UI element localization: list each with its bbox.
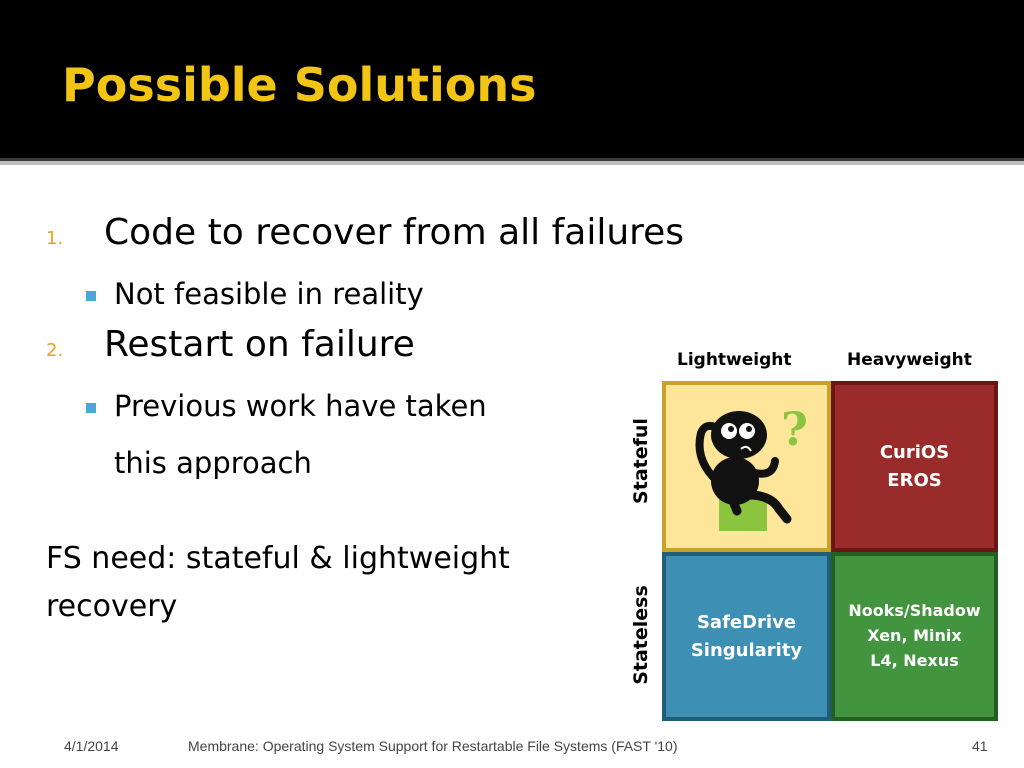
- list-number-2: 2.: [46, 340, 64, 361]
- square-bullet-icon: [86, 403, 96, 413]
- sub-item-1: Not feasible in reality: [114, 277, 424, 311]
- sub-item-2-line1: Previous work have taken: [114, 389, 487, 423]
- system-name: L4, Nexus: [870, 650, 959, 670]
- system-name: SafeDrive: [696, 611, 797, 633]
- system-name: Xen, Minix: [867, 626, 962, 646]
- footer-date: 4/1/2014: [64, 738, 119, 754]
- thinking-figure-question-mark-icon: ?: [695, 402, 808, 531]
- row-header-stateful: Stateful: [630, 418, 652, 504]
- sub-item-2-line2: this approach: [114, 446, 312, 480]
- system-name: Nooks/Shadow: [848, 601, 981, 621]
- summary-line1: FS need: stateful & lightweight: [46, 541, 510, 576]
- list-item-2: Restart on failure: [104, 324, 415, 365]
- list-item-1: Code to recover from all failures: [104, 212, 685, 253]
- svg-text:?: ?: [781, 402, 808, 456]
- list-number-1: 1.: [46, 228, 64, 249]
- system-name: Singularity: [690, 639, 803, 661]
- title-bar: [0, 0, 1024, 158]
- row-header-stateless: Stateless: [630, 585, 652, 685]
- title-bar-divider: [0, 158, 1024, 161]
- cell-stateless-lightweight: SafeDrive Singularity: [662, 552, 831, 721]
- slide-title: Possible Solutions: [62, 58, 537, 112]
- page-number: 41: [972, 738, 988, 754]
- column-header-heavyweight: Heavyweight: [847, 350, 972, 370]
- summary-line2: recovery: [46, 589, 178, 624]
- footer-caption: Membrane: Operating System Support for R…: [188, 738, 678, 754]
- cell-stateful-heavyweight: CuriOS EROS: [831, 381, 998, 552]
- square-bullet-icon: [86, 291, 96, 301]
- cell-stateless-heavyweight: Nooks/Shadow Xen, Minix L4, Nexus: [831, 552, 998, 721]
- system-name: EROS: [887, 469, 942, 491]
- cell-stateful-lightweight: ?: [662, 381, 831, 552]
- column-header-lightweight: Lightweight: [677, 350, 792, 370]
- system-name: CuriOS: [879, 441, 950, 463]
- title-bar-divider-light: [0, 161, 1024, 165]
